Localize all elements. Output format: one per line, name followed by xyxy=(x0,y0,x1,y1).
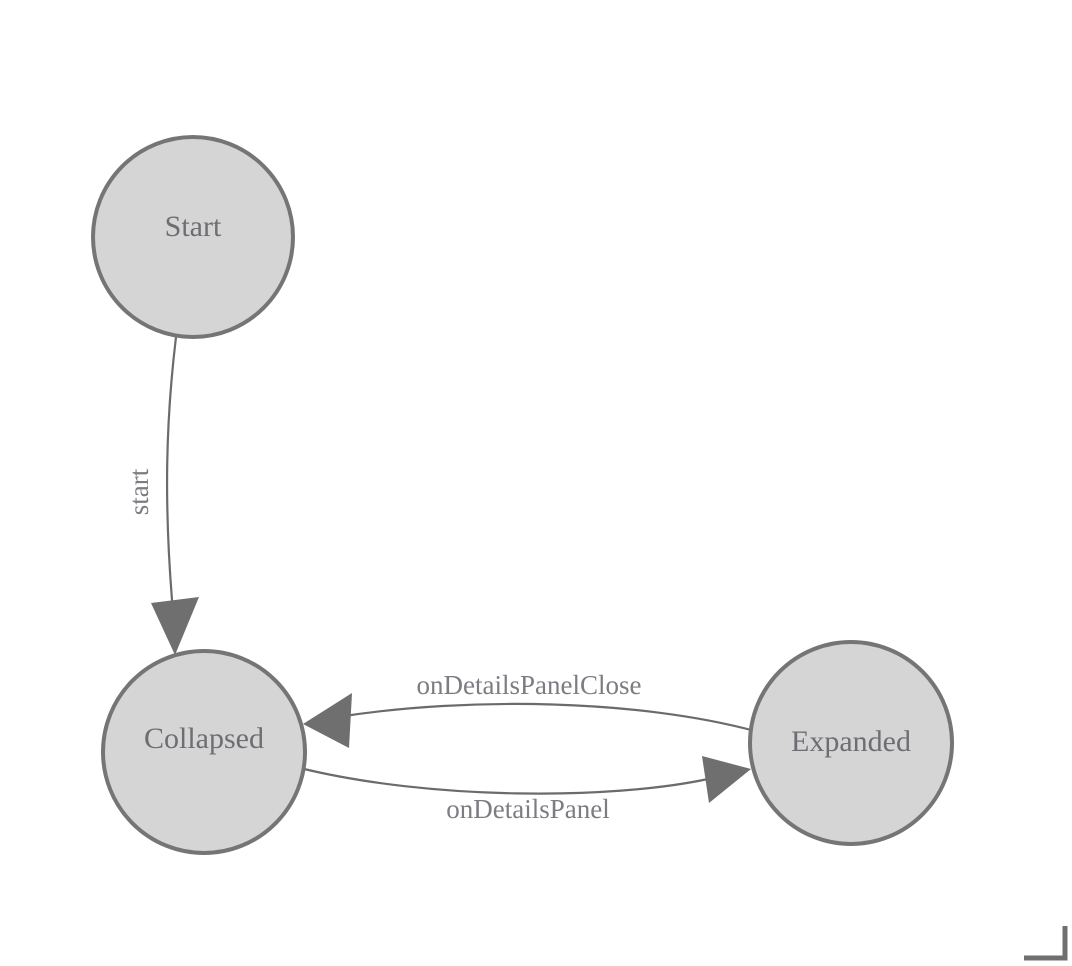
edge-expanded-to-collapsed[interactable] xyxy=(303,693,757,748)
edge-path-collapsed-to-expanded xyxy=(298,766,710,795)
arrowhead-into-collapsed-left xyxy=(303,693,352,748)
node-circle-collapsed xyxy=(101,649,307,855)
edge-collapsed-to-expanded[interactable] xyxy=(298,756,751,803)
edge-label-on-details-panel: onDetailsPanel xyxy=(446,794,609,824)
node-start[interactable]: Start xyxy=(91,135,295,339)
node-label-expanded: Expanded xyxy=(791,725,911,758)
edge-label-on-details-panel-close: onDetailsPanelClose xyxy=(417,670,642,700)
arrowhead-into-collapsed-top xyxy=(151,597,199,655)
edge-label-start: start xyxy=(124,468,154,515)
node-collapsed[interactable]: Collapsed xyxy=(101,649,307,855)
resize-corner-handle[interactable] xyxy=(1024,926,1068,961)
arrowhead-into-expanded xyxy=(702,756,751,803)
node-expanded[interactable]: Expanded xyxy=(748,640,954,846)
node-circle-expanded xyxy=(748,640,954,846)
edge-path-start-to-collapsed xyxy=(165,335,178,602)
edge-start-to-collapsed[interactable] xyxy=(151,335,199,655)
node-circle-start xyxy=(91,135,295,339)
edge-path-expanded-to-collapsed xyxy=(336,702,757,733)
node-label-collapsed: Collapsed xyxy=(144,722,264,755)
node-label-start: Start xyxy=(165,210,222,243)
